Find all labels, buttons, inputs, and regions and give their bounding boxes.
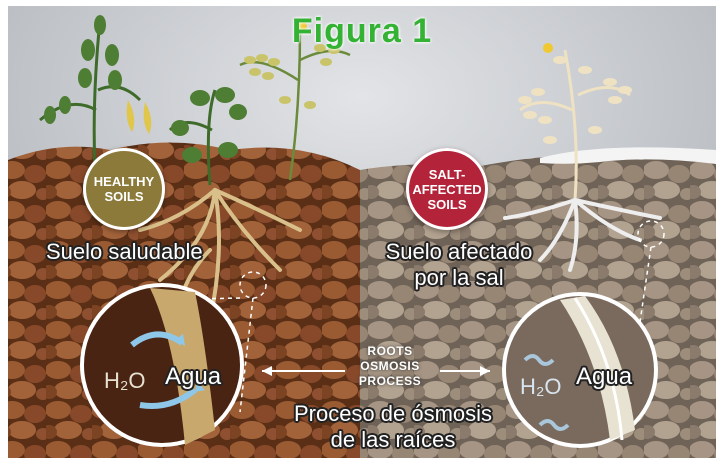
salt-soil-caption: Suelo afectado por la sal xyxy=(374,239,544,291)
caption-line: Proceso de ósmosis xyxy=(268,401,518,427)
figure-title: Figura 1 xyxy=(0,12,724,51)
right-water-label: Agua xyxy=(576,363,632,391)
process-line: PROCESS xyxy=(335,374,445,389)
left-water-symbol: H₂O xyxy=(104,368,146,394)
caption-line: de las raíces xyxy=(268,427,518,453)
badge-line: HEALTHY xyxy=(94,174,154,189)
caption-line: por la sal xyxy=(374,265,544,291)
process-line: OSMOSIS xyxy=(335,359,445,374)
process-line: ROOTS xyxy=(335,344,445,359)
right-water-symbol: H₂O xyxy=(520,374,562,400)
badge-line: SALT- xyxy=(429,167,466,182)
badge-line: SOILS xyxy=(104,189,143,204)
roots-osmosis-process-label: ROOTS OSMOSIS PROCESS xyxy=(335,344,445,389)
healthy-soils-badge: HEALTHY SOILS xyxy=(83,148,165,230)
caption-line: Suelo afectado xyxy=(374,239,544,265)
healthy-soil-caption: Suelo saludable xyxy=(46,239,203,265)
badge-line: AFFECTED xyxy=(412,182,481,197)
left-water-label: Agua xyxy=(165,363,221,391)
osmosis-process-caption: Proceso de ósmosis de las raíces xyxy=(268,401,518,453)
badge-line: SOILS xyxy=(427,197,466,212)
salt-affected-soils-badge: SALT- AFFECTED SOILS xyxy=(406,148,488,230)
